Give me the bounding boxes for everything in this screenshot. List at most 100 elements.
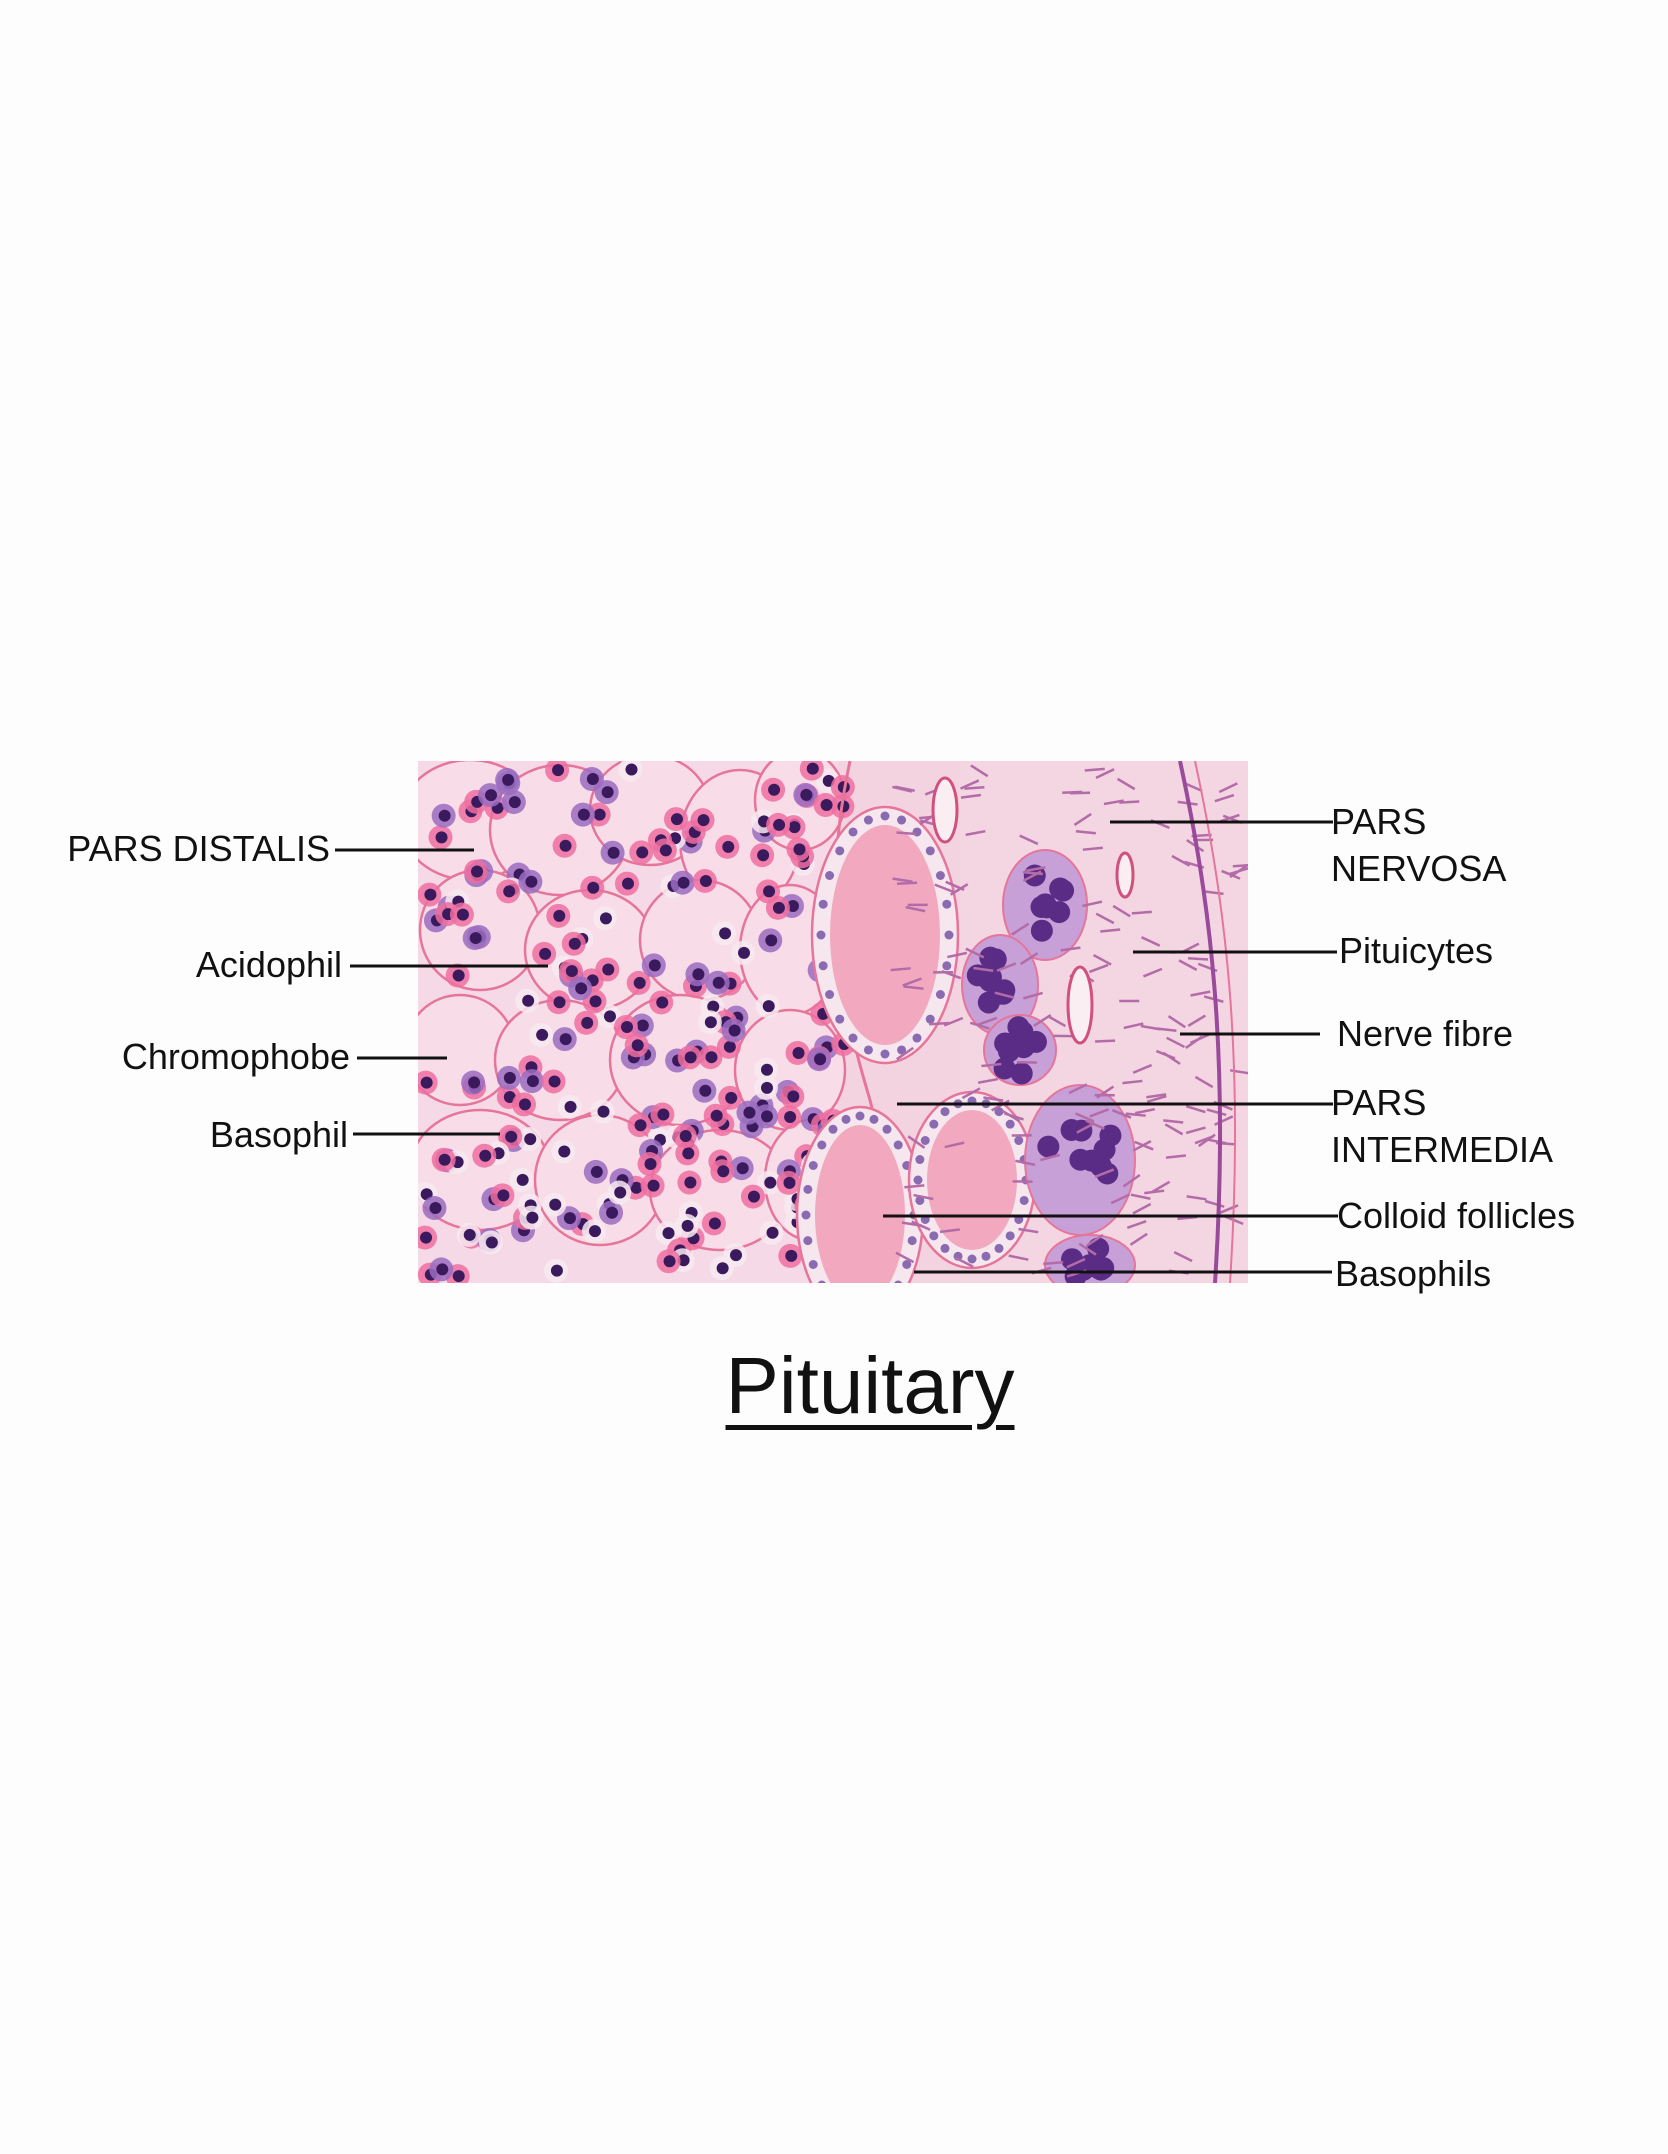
basophil-nucleus: [979, 946, 1002, 969]
nucleus: [565, 965, 578, 978]
basophil-nucleus: [1087, 1237, 1110, 1260]
nucleus: [559, 1033, 572, 1046]
nucleus: [539, 947, 552, 960]
pituicyte: [1103, 799, 1124, 806]
follicle-cell: [915, 1155, 925, 1165]
pituicyte: [1084, 767, 1105, 772]
pituicyte: [961, 1087, 981, 1100]
nucleus: [708, 1217, 721, 1230]
nerve-fibre-band: [1178, 761, 1223, 1283]
pituicyte: [1186, 1195, 1207, 1201]
nucleus: [563, 1212, 576, 1225]
pituicyte: [1078, 1242, 1097, 1256]
pituicyte: [991, 1099, 1010, 1112]
pituicyte: [944, 1141, 965, 1149]
nucleus: [644, 1158, 657, 1171]
nucleus: [519, 1098, 532, 1111]
pituicyte: [1122, 1079, 1143, 1085]
pituicyte: [1020, 952, 1039, 966]
follicle-cell: [828, 1124, 838, 1134]
nucleus: [471, 865, 484, 878]
pituicyte: [996, 962, 1017, 972]
pituicyte: [904, 1184, 925, 1189]
pituicyte: [934, 883, 954, 894]
nucleus: [699, 874, 712, 887]
colloid-follicle: [830, 825, 940, 1045]
pituicyte: [977, 1077, 999, 1084]
pituicyte: [960, 793, 982, 799]
follicle-cell: [842, 1306, 851, 1315]
pituicyte: [903, 985, 924, 990]
nucleus: [677, 876, 690, 889]
nucleus: [692, 968, 705, 981]
label-basophil: Basophil: [209, 1114, 348, 1155]
nucleus: [728, 1024, 741, 1037]
nucleus: [601, 786, 614, 799]
blood-vessel: [1066, 965, 1094, 1045]
nucleus: [568, 937, 581, 950]
nucleus: [766, 1226, 779, 1239]
nucleus: [670, 813, 683, 826]
pituicyte: [1162, 1051, 1181, 1065]
pituicyte: [1040, 1153, 1061, 1162]
nucleus: [587, 881, 600, 894]
nucleus: [684, 1176, 697, 1189]
nucleus: [435, 831, 448, 844]
basophil-nucleus: [1037, 1135, 1060, 1158]
nucleus: [707, 1000, 720, 1013]
nucleus: [508, 796, 521, 809]
nucleus: [717, 1165, 730, 1178]
nucleus: [783, 1176, 796, 1189]
pituicyte: [977, 1016, 998, 1026]
pituicyte: [947, 951, 968, 959]
follicle-cell: [808, 1260, 818, 1269]
pituicyte: [1075, 1112, 1095, 1123]
nucleus: [636, 846, 649, 859]
nucleus: [559, 839, 572, 852]
label-pars-nervosa-line1: PARS: [1331, 801, 1427, 842]
follicle-cell: [967, 1254, 977, 1264]
follicle-cell: [880, 1049, 890, 1059]
pituicyte: [1129, 1232, 1148, 1246]
label-chromophobe: Chromophobe: [121, 1036, 350, 1077]
pituicyte: [1132, 1063, 1153, 1074]
follicle-cell: [912, 1033, 922, 1043]
follicle-cell: [935, 990, 945, 999]
nucleus: [607, 846, 620, 859]
nucleus: [704, 1016, 717, 1029]
nucleus: [614, 1186, 627, 1199]
follicle-cell: [994, 1107, 1004, 1117]
pituicyte: [1126, 1219, 1147, 1229]
follicle-cell: [863, 815, 873, 825]
basophil-nucleus: [1010, 1062, 1033, 1085]
follicle-cell: [856, 1310, 865, 1319]
pituicyte: [973, 966, 994, 972]
pituicyte: [1134, 1140, 1154, 1151]
pituicyte: [960, 779, 980, 790]
follicle-cell: [897, 815, 907, 825]
pituicyte: [1228, 867, 1248, 876]
pituicyte: [1130, 1193, 1151, 1200]
follicle-cell: [994, 1243, 1004, 1253]
follicle-cell: [913, 1175, 923, 1185]
pituicyte: [1194, 1075, 1214, 1089]
pituicyte: [1068, 1083, 1088, 1095]
basophil-nucleus: [997, 1040, 1020, 1063]
basophil-nucleus: [1069, 1148, 1092, 1171]
nucleus: [787, 1090, 800, 1103]
follicle-cell: [829, 1296, 838, 1305]
pituicyte: [896, 831, 917, 836]
colloid-follicle: [927, 1110, 1017, 1250]
follicle-cell: [893, 1140, 903, 1150]
pituicyte: [1187, 1014, 1207, 1027]
basophil-nucleus: [1030, 919, 1053, 942]
pituicyte: [1146, 1093, 1167, 1099]
nucleus: [424, 888, 437, 901]
label-basophils: Basophils: [1335, 1253, 1492, 1294]
nucleus: [800, 788, 813, 801]
pituicyte: [981, 1062, 1002, 1068]
pituicyte: [1146, 1094, 1167, 1104]
nucleus: [505, 1130, 518, 1143]
nucleus: [760, 1110, 773, 1123]
pituicyte: [1060, 946, 1081, 952]
